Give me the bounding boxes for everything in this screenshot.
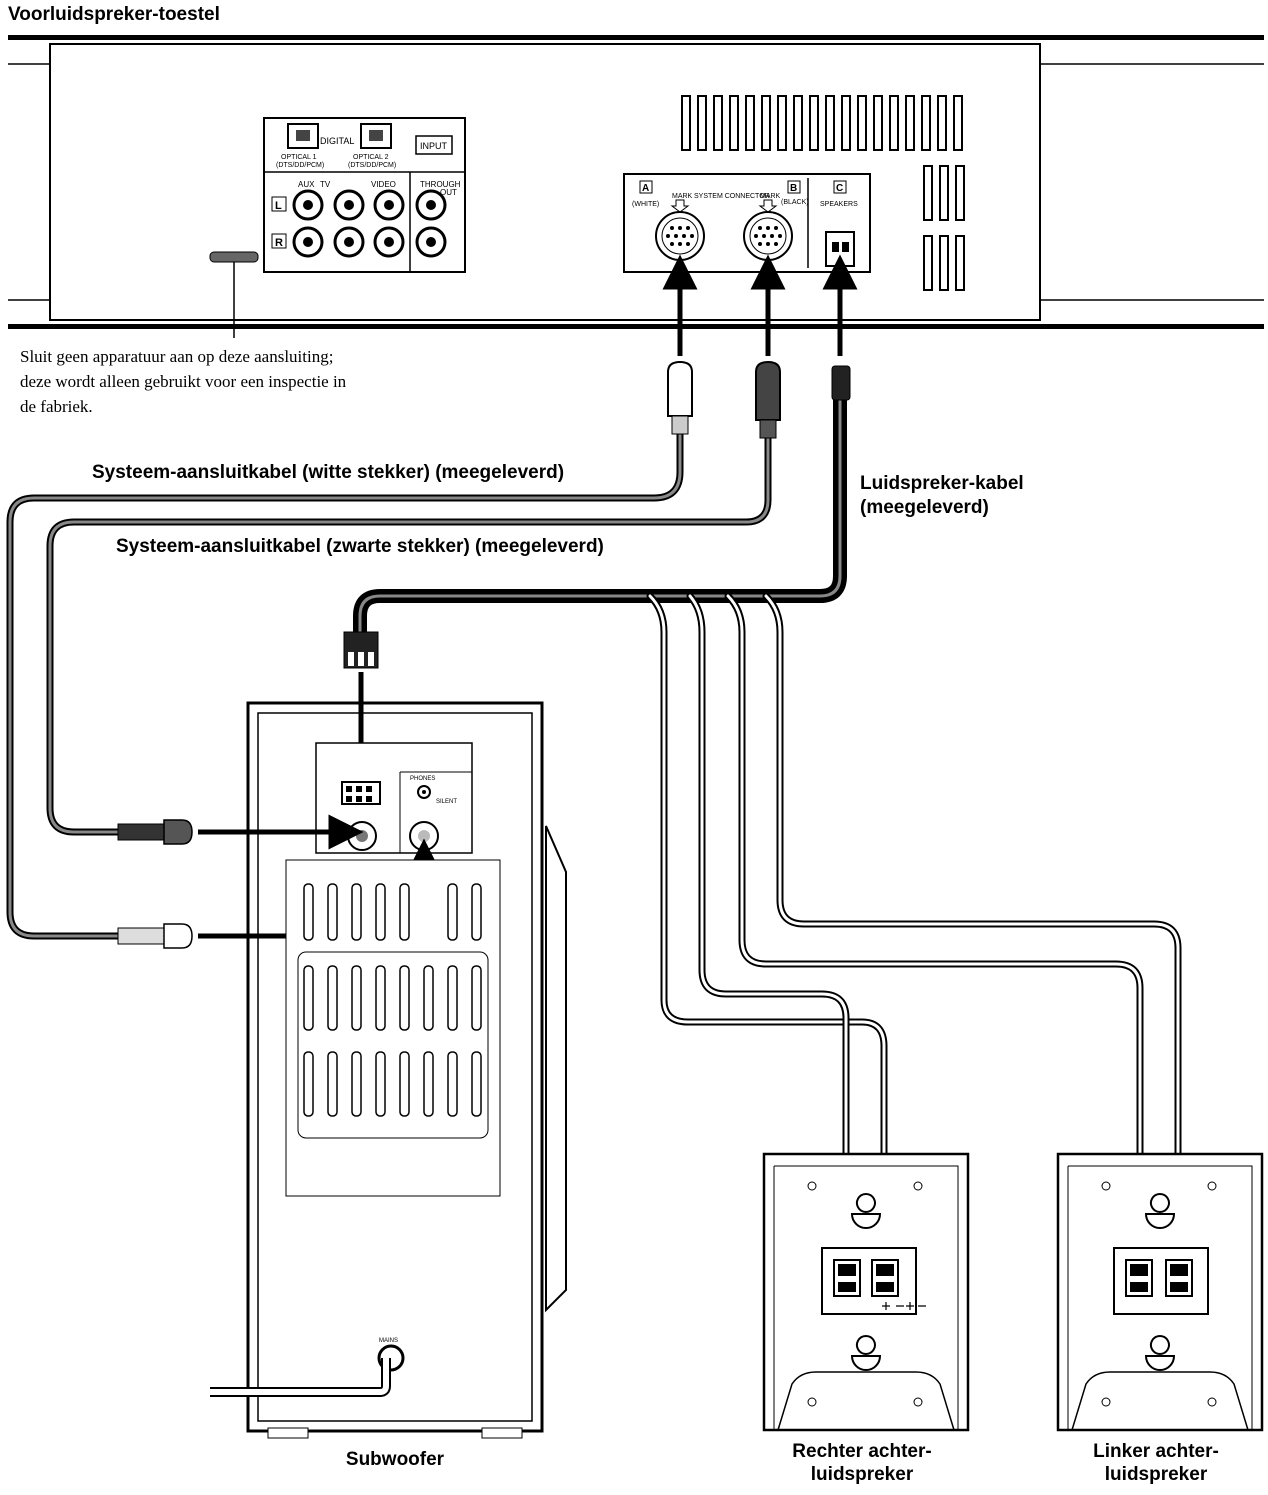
- left-rear-speaker-caption: Linker achter- luidspreker: [1056, 1440, 1256, 1486]
- speakers-label: SPEAKERS: [820, 201, 858, 208]
- connector-a-pins-icon: [666, 226, 694, 246]
- front-unit-top-rail: [8, 35, 1264, 40]
- silent-label: SILENT: [436, 799, 457, 805]
- optical-2-socket-icon: [369, 130, 383, 141]
- connector-b-label: B: [790, 183, 797, 194]
- white-tag-label: (WHITE): [632, 201, 659, 208]
- speakers-c-terminal[interactable]: [825, 231, 855, 267]
- speaker-cable-label-line-2: (meegeleverd): [860, 497, 989, 518]
- note-line-2: deze wordt alleen gebruikt voor een insp…: [20, 372, 347, 391]
- system-connector-a-white[interactable]: [655, 211, 705, 261]
- right-channel-label: R: [275, 237, 283, 249]
- subwoofer-caption: Subwoofer: [345, 1449, 445, 1470]
- white-plug-icon: [667, 360, 693, 417]
- black-plug-icon: [755, 360, 781, 421]
- connector-c-label: C: [836, 183, 843, 194]
- note-line-1: Sluit geen apparatuur aan op deze aanslu…: [20, 347, 334, 366]
- subwoofer: PHONES SILENT MAINS: [117, 631, 567, 1439]
- right-rear-speaker-caption: Rechter achter- luidspreker: [762, 1440, 962, 1486]
- digital-label: DIGITAL: [320, 136, 354, 146]
- front-unit-bottom-rail: [8, 324, 1264, 329]
- right-rear-speaker: [762, 1152, 970, 1432]
- system-connector-panel: A B C MARK SYSTEM CONNECTOR MARK (WHITE)…: [623, 173, 871, 273]
- phones-label: PHONES: [410, 776, 435, 782]
- factory-inspection-port: [209, 251, 259, 263]
- left-channel-label: L: [275, 200, 282, 212]
- right-rear-caption-line-1: Rechter achter-: [792, 1441, 932, 1462]
- aux-label: AUX: [298, 180, 315, 189]
- white-plug-sub-icon: [117, 927, 165, 945]
- page-title: Voorluidspreker-toestel: [8, 4, 220, 25]
- through-label: THROUGH: [420, 180, 461, 189]
- tv-label: TV: [320, 180, 331, 189]
- optical-1-socket-icon: [296, 130, 310, 141]
- black-tag-label: (BLACK): [781, 199, 809, 206]
- black-cable-label: Systeem-aansluitkabel (zwarte stekker) (…: [116, 536, 604, 557]
- speaker-plug-icon: [831, 365, 851, 401]
- cables: [6, 393, 1182, 1272]
- input-label: INPUT: [420, 141, 448, 151]
- white-cable-label: Systeem-aansluitkabel (witte stekker) (m…: [92, 462, 565, 483]
- mark-a-arrow-icon: [670, 199, 690, 213]
- black-plug-sub-icon: [117, 823, 165, 841]
- note-line-3: de fabriek.: [20, 397, 93, 416]
- mark-b-arrow-icon: [758, 199, 778, 213]
- subwoofer-connector-panel: [315, 742, 473, 854]
- left-rear-speaker: [1056, 1152, 1264, 1432]
- out-label: OUT: [440, 188, 457, 197]
- right-rear-caption-line-2: luidspreker: [810, 1464, 914, 1485]
- speaker-cable-label-line-1: Luidspreker-kabel: [860, 473, 1024, 494]
- left-rear-caption-line-2: luidspreker: [1104, 1464, 1208, 1485]
- speaker-cable-label: Luidspreker-kabel (meegeleverd): [860, 472, 1024, 520]
- mark-a-label: MARK: [672, 193, 693, 200]
- system-connector-b-black[interactable]: [743, 211, 793, 261]
- video-label: VIDEO: [371, 180, 396, 189]
- right-rear-polarity-icon: [882, 1302, 926, 1310]
- front-unit: DIGITAL OPTICAL 1 (DTS/DD/PCM) OPTICAL 2…: [8, 35, 1264, 338]
- input-panel: DIGITAL OPTICAL 1 (DTS/DD/PCM) OPTICAL 2…: [263, 117, 466, 273]
- optical-1-format-label: (DTS/DD/PCM): [276, 162, 324, 169]
- mains-label: MAINS: [379, 1338, 398, 1344]
- mark-b-label: MARK: [760, 193, 781, 200]
- factory-port-note: Sluit geen apparatuur aan op deze aanslu…: [20, 344, 480, 419]
- system-connector-label: SYSTEM CONNECTOR: [694, 193, 770, 200]
- optical-2-label: OPTICAL 2: [353, 154, 389, 161]
- subwoofer-vent-slots: [303, 883, 482, 1117]
- front-unit-vents: [681, 95, 965, 291]
- connector-b-pins-icon: [754, 226, 782, 246]
- connector-a-label: A: [642, 183, 649, 194]
- optical-1-label: OPTICAL 1: [281, 154, 317, 161]
- left-rear-caption-line-1: Linker achter-: [1093, 1441, 1219, 1462]
- front-plugs: [662, 254, 858, 439]
- optical-2-format-label: (DTS/DD/PCM): [348, 162, 396, 169]
- front-unit-rear-panel: [49, 43, 1041, 321]
